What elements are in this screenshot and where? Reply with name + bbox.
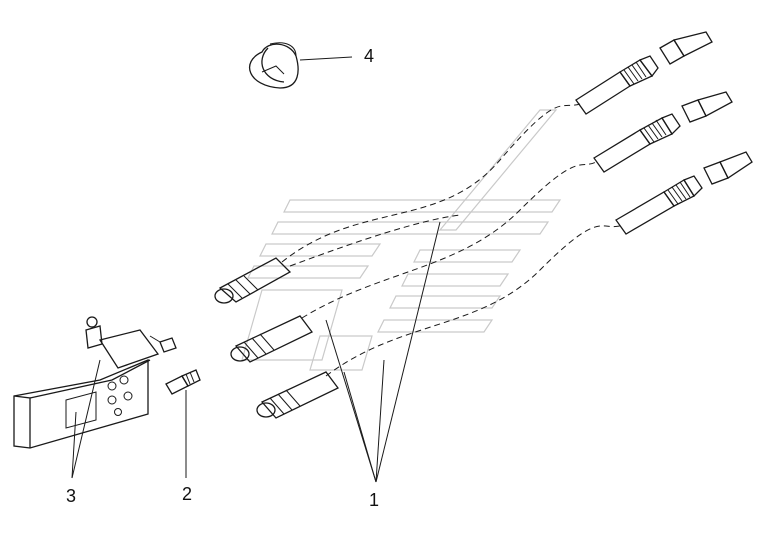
hose-fitting-top [575, 31, 713, 115]
hose-routing-lines [281, 103, 621, 377]
watermark-logo [241, 109, 562, 371]
tube-end-middle [230, 315, 313, 363]
mounting-bracket-part [13, 316, 160, 449]
hose-fitting-bottom [615, 151, 753, 235]
split-ring-part [248, 42, 299, 89]
leader-lines [71, 56, 441, 483]
connector-fitting-part [149, 335, 201, 395]
callout-3: 3 [66, 486, 76, 506]
tube-end-bottom [256, 371, 339, 419]
hose-fitting-middle [593, 91, 733, 173]
tube-end-top [214, 257, 292, 304]
callout-2: 2 [182, 484, 192, 504]
callout-1: 1 [369, 490, 379, 510]
callout-4: 4 [364, 46, 374, 66]
